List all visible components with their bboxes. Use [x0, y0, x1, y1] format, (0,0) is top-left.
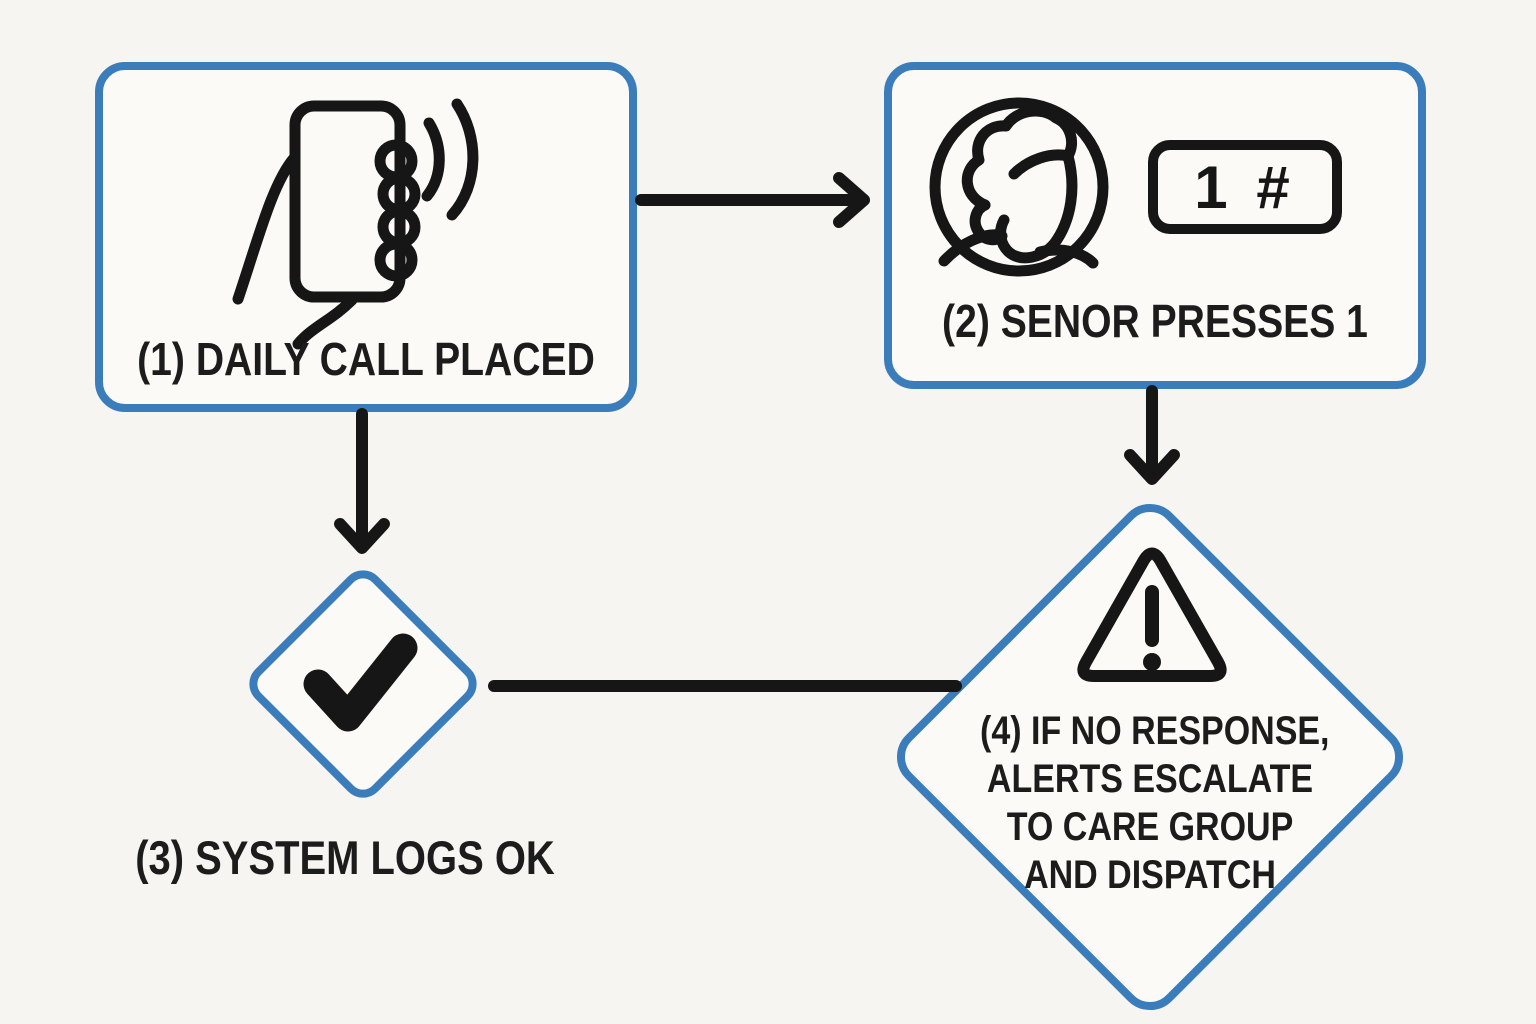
- step4-label: (4) IF NO RESPONSE, ALERTS ESCALATE TO C…: [980, 707, 1330, 899]
- step4-label-line2: ALERTS ESCALATE: [986, 757, 1314, 801]
- arrow-step2-to-step4: [1124, 385, 1180, 485]
- keypad-button-icon: 1 #: [1148, 140, 1342, 234]
- node-system-logs-ok: [249, 570, 477, 798]
- warning-icon: [1077, 547, 1227, 682]
- step3-label: (3) SYSTEM LOGS OK: [135, 831, 555, 884]
- step1-label: (1) DAILY CALL PLACED: [137, 333, 595, 385]
- step4-label-line4: AND DISPATCH: [1024, 853, 1276, 897]
- arrow-step1-to-step2: [635, 172, 870, 228]
- keypad-label: 1 #: [1194, 153, 1296, 221]
- step4-label-line3: TO CARE GROUP: [1006, 805, 1294, 849]
- arrow-step1-to-step3: [334, 408, 390, 554]
- checkmark-icon: [303, 633, 418, 732]
- step4-label-line1: (4) IF NO RESPONSE,: [980, 709, 1330, 753]
- step2-label: (2) SENOR PRESSES 1: [942, 295, 1368, 347]
